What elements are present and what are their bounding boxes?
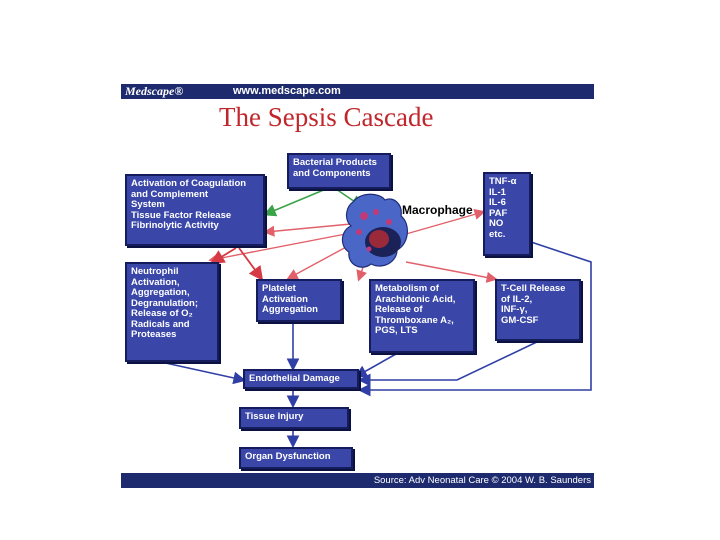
box-coagulation: Activation of Coagulation and Complement…	[125, 174, 265, 246]
arrow-cytokines-to-endothelial	[357, 241, 592, 397]
source-citation: Source: Adv Neonatal Care © 2004 W. B. S…	[373, 475, 591, 486]
arrow-macrophage-to-cytokines	[405, 208, 486, 235]
box-cytokines: TNF-α IL-1 IL-6 PAF NO etc.	[483, 172, 531, 256]
arrow-coagulation-to-platelet	[238, 247, 264, 281]
box-tissue-injury: Tissue Injury	[239, 407, 349, 429]
slide: Medscape® www.medscape.com The Sepsis Ca…	[121, 84, 594, 488]
arrow-macrophage-to-neutrophil	[208, 231, 357, 264]
diagram-title: The Sepsis Cascade	[219, 102, 434, 132]
header-url[interactable]: www.medscape.com	[233, 85, 341, 97]
arrow-tcell-to-endothelial	[357, 339, 542, 387]
box-neutrophil: Neutrophil Activation, Aggregation, Degr…	[125, 262, 219, 362]
box-endothelial-damage: Endothelial Damage	[243, 369, 359, 389]
arrow-macrophage-to-coagulation	[263, 223, 352, 237]
arrow-neutrophil-to-endothelial	[160, 361, 247, 385]
arrow-coagulation-to-neutrophil	[209, 247, 237, 264]
arrow-bacterial-to-coagulation	[263, 188, 327, 217]
box-tcell: T-Cell Release of IL-2, INF-γ, GM-CSF	[495, 279, 581, 341]
footer-bar: Source: Adv Neonatal Care © 2004 W. B. S…	[121, 473, 594, 488]
header-bar: Medscape® www.medscape.com	[121, 84, 594, 99]
macrophage-label: Macrophage	[402, 203, 473, 217]
arrow-macrophage-to-tcell	[405, 261, 498, 283]
box-bacterial-products: Bacterial Products and Components	[287, 153, 391, 189]
box-arachidonic: Metabolism of Arachidonic Acid, Release …	[369, 279, 475, 353]
macrophage-icon	[341, 193, 408, 268]
medscape-logo: Medscape®	[125, 84, 184, 98]
box-platelet: Platelet Activation Aggregation	[256, 279, 342, 322]
connector-arrows	[160, 188, 592, 449]
arrow-arachidonic-to-endothelial	[354, 353, 397, 378]
box-organ-dysfunction: Organ Dysfunction	[239, 447, 353, 469]
